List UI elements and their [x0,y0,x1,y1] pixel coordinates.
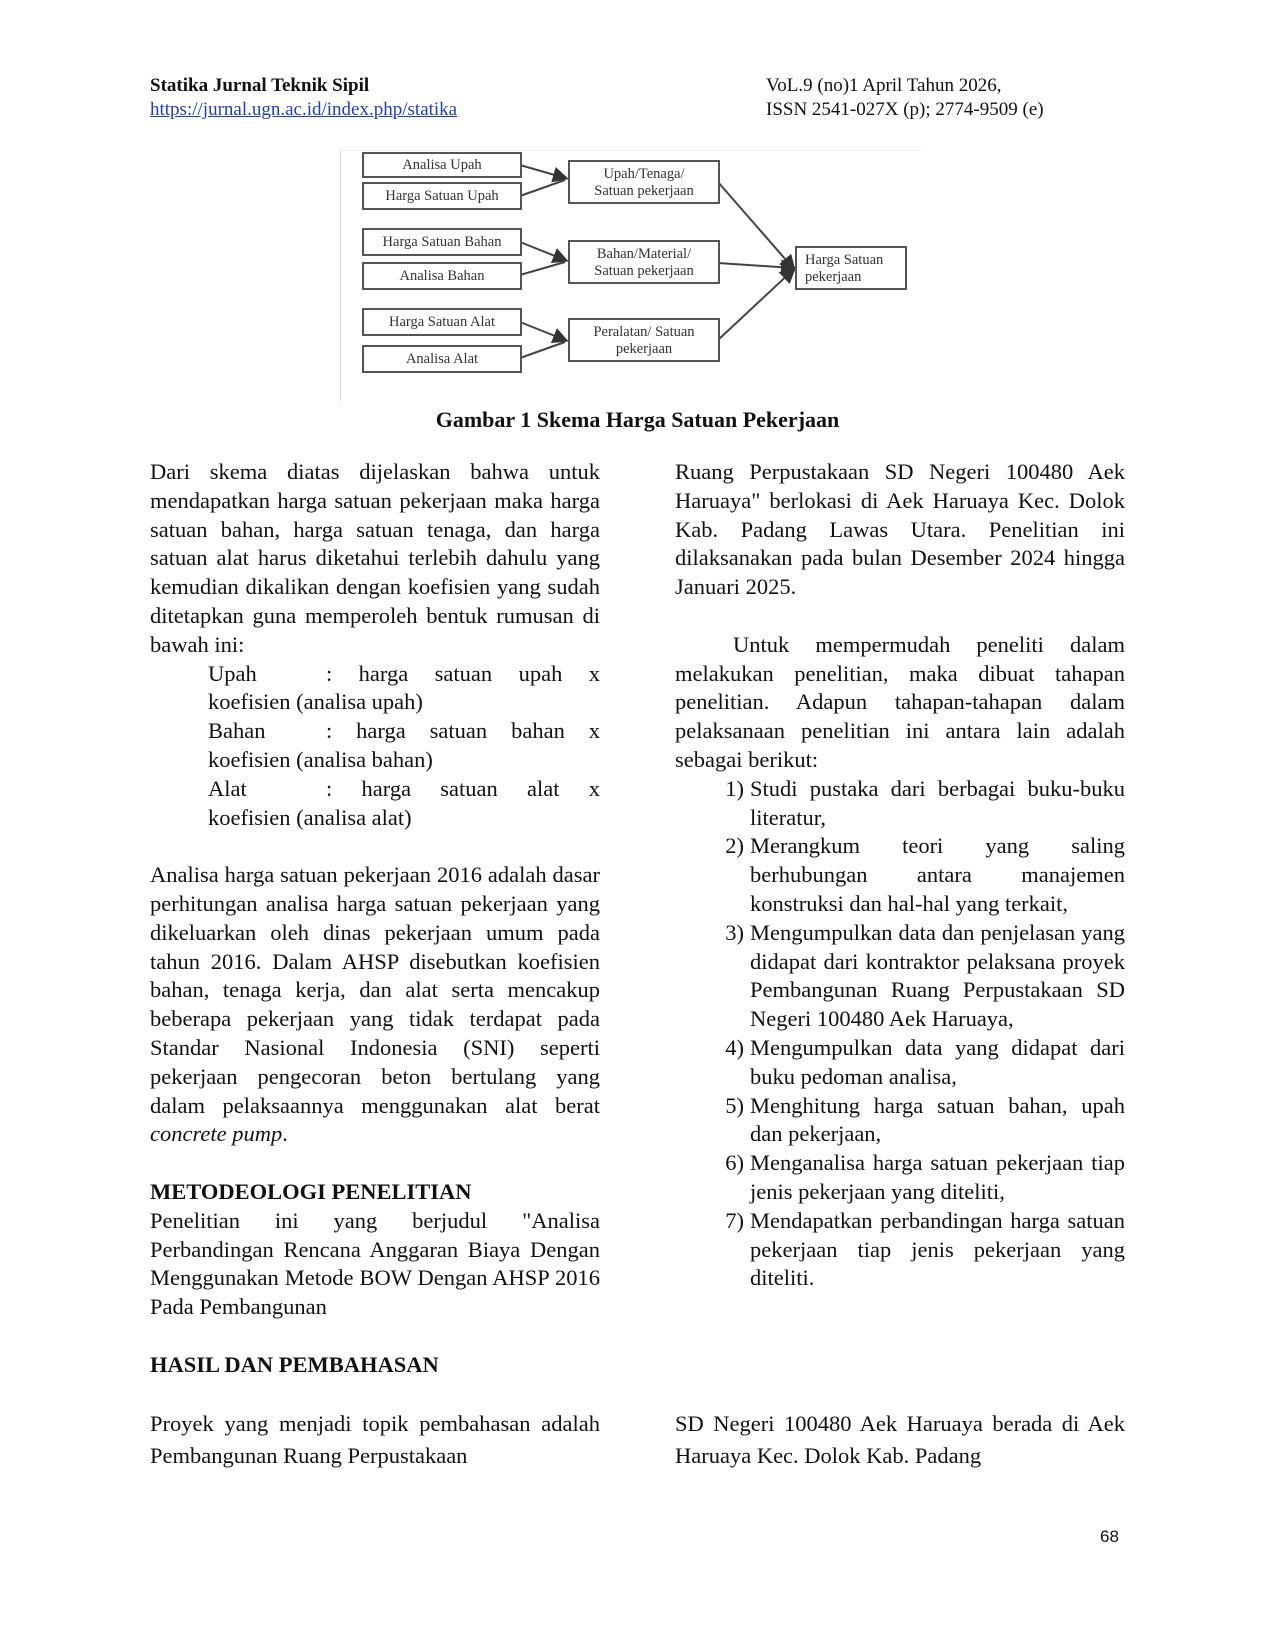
box-analisa-alat: Analisa Alat [362,345,522,373]
formula-desc: : harga satuan bahan x [326,718,600,744]
list-item: 1)Studi pustaka dari berbagai buku-buku … [725,775,1125,830]
journal-url-link[interactable]: https://jurnal.ugn.ac.id/index.php/stati… [150,99,458,120]
volume-info: VoL.9 (no)1 April Tahun 2026, [766,75,1002,96]
formula-term: Upah [208,660,257,686]
heading-metodologi: METODEOLOGI PENELITIAN [150,1178,472,1204]
list-item: 4)Mengumpulkan data yang didapat dari bu… [725,1034,1125,1089]
schema-connectors [340,150,922,402]
box-harga-satuan-upah: Harga Satuan Upah [362,182,522,210]
list-item: 2)Merangkum teori yang saling berhubunga… [725,833,1125,916]
paragraph-metodologi: Penelitian ini yang berjudul "Analisa Pe… [150,1207,600,1320]
formula-cont: koefisien (analisa bahan) [208,746,433,772]
box-upah-tenaga: Upah/Tenaga/ Satuan pekerjaan [568,160,720,204]
left-column: Dari skema diatas dijelaskan bahwa untuk… [150,458,600,1380]
right-column: Ruang Perpustakaan SD Negeri 100480 Aek … [675,458,1125,1293]
paragraph-tahapan: Untuk mempermudah peneliti dalam melakuk… [675,631,1125,772]
list-item: 3)Mengumpulkan data dan penjelasan yang … [725,919,1125,1032]
figure-caption: Gambar 1 Skema Harga Satuan Pekerjaan [435,407,840,432]
box-bahan-material: Bahan/Material/ Satuan pekerjaan [568,240,720,284]
formula-upah: Upah : harga satuan upah x [208,660,600,689]
italic-term: concrete pump [150,1121,283,1147]
formula-term: Bahan [208,718,266,744]
formula-alat: Alat : harga satuan alat x [208,775,600,804]
paragraph-sd-lokasi: SD Negeri 100480 Aek Haruaya berada di A… [675,1411,1125,1468]
journal-name: Statika Jurnal Teknik Sipil [150,75,370,96]
formula-list: Upah : harga satuan upah x koefisien (an… [150,660,600,833]
paragraph-lokasi: Ruang Perpustakaan SD Negeri 100480 Aek … [675,459,1125,600]
paragraph-intro: Dari skema diatas dijelaskan bahwa untuk… [150,459,600,657]
box-harga-satuan-bahan: Harga Satuan Bahan [362,228,522,256]
page-number: 68 [1100,1527,1119,1546]
journal-header-right: VoL.9 (no)1 April Tahun 2026, ISSN 2541-… [766,74,1044,122]
issn-info: ISSN 2541-027X (p); 2774-9509 (e) [766,99,1044,120]
list-item: 6)Menganalisa harga satuan pekerjaan tia… [725,1150,1125,1204]
list-item: 7)Mendapatkan perbandingan harga satuan … [725,1207,1125,1291]
box-peralatan: Peralatan/ Satuan pekerjaan [568,318,720,362]
box-analisa-upah: Analisa Upah [362,152,522,178]
box-harga-satuan-pekerjaan: Harga Satuan pekerjaan [795,246,907,290]
formula-cont: koefisien (analisa upah) [208,689,423,715]
box-harga-satuan-alat: Harga Satuan Alat [362,308,522,336]
formula-desc: : harga satuan alat x [326,775,600,801]
schema-figure: Analisa Upah Harga Satuan Upah Harga Sat… [340,150,922,402]
steps-list: 1)Studi pustaka dari berbagai buku-buku … [675,775,1125,1293]
paragraph-ahsp: Analisa harga satuan pekerjaan 2016 adal… [150,862,600,1147]
formula-term: Alat [208,775,247,801]
list-item: 5)Menghitung harga satuan bahan, upah da… [725,1092,1125,1147]
formula-cont: koefisien (analisa alat) [208,804,412,830]
formula-bahan: Bahan : harga satuan bahan x [208,717,600,746]
journal-header-left: Statika Jurnal Teknik Sipil https://jurn… [150,74,457,122]
paragraph-hasil: Proyek yang menjadi topik pembahasan ada… [150,1411,600,1468]
heading-hasil: HASIL DAN PEMBAHASAN [150,1351,439,1377]
box-analisa-bahan: Analisa Bahan [362,262,522,290]
formula-desc: : harga satuan upah x [326,660,600,686]
